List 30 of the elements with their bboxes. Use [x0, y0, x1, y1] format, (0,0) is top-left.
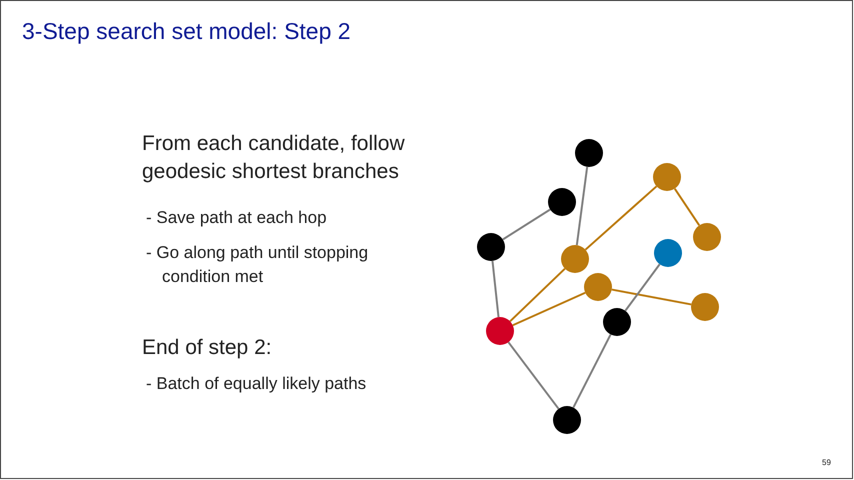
graph-node-circle — [575, 139, 603, 167]
graph-node-circle — [693, 223, 721, 251]
bullet-text: - Go along path until stopping condition met — [146, 242, 370, 288]
page-number: 59 — [822, 457, 831, 469]
bullet-text: - Save path at each hop — [146, 207, 328, 229]
graph-node-circle — [561, 245, 589, 273]
connector-line — [572, 334, 612, 408]
graph-node-circle — [553, 406, 581, 434]
heading-text: From each candidate, follow geodesic shortest branches — [142, 131, 406, 185]
connector-line — [584, 186, 658, 250]
connector-line — [674, 188, 700, 226]
slide-title: 3-Step search set model: Step 2 — [22, 17, 351, 46]
connector-line — [509, 268, 566, 322]
graph-node-circle — [654, 239, 682, 267]
graph-node-circle — [691, 293, 719, 321]
connector-line — [624, 264, 660, 312]
heading-text: End of step 2: — [142, 335, 273, 361]
graph-node-circle — [603, 308, 631, 336]
graph-node-circle — [653, 163, 681, 191]
graph-node-circle — [486, 317, 514, 345]
graph-node-circle — [548, 188, 576, 216]
connector-line — [492, 260, 500, 318]
connector-line — [512, 292, 586, 326]
graph-node-circle — [477, 233, 505, 261]
connector-line — [576, 166, 588, 246]
connector-line — [612, 288, 692, 306]
connector-line — [508, 342, 560, 410]
connector-line — [502, 208, 551, 240]
bullet-text: - Batch of equally likely paths — [146, 373, 368, 395]
graph-node-circle — [584, 273, 612, 301]
